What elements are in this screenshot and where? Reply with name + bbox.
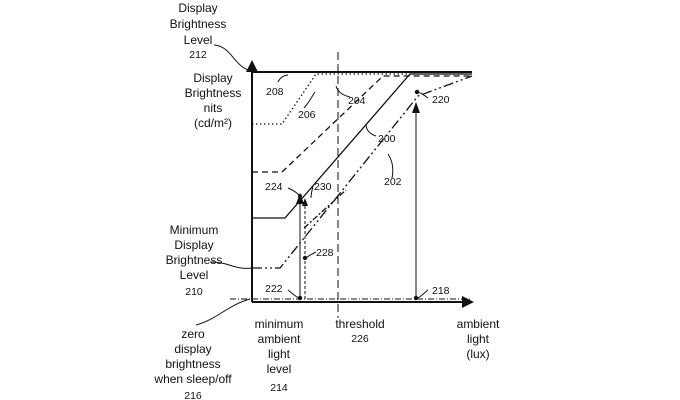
- min-brightness-ref: 210: [185, 286, 203, 298]
- x-axis-label-line1: ambient: [457, 317, 500, 331]
- lead-220: [417, 91, 429, 99]
- y-axis-label-line4: (cd/m²): [194, 116, 232, 130]
- min-ambient-line2: ambient: [258, 332, 301, 346]
- lead-222: [287, 289, 300, 299]
- x-axis-label-line3: (lux): [466, 347, 489, 361]
- curve-202: [252, 75, 473, 269]
- threshold-label: threshold 226: [335, 317, 384, 345]
- min-brightness-line1: Minimum: [170, 223, 219, 237]
- curve-204: [252, 75, 472, 173]
- ref-202: 202: [384, 176, 402, 188]
- lead-230: [310, 185, 314, 199]
- y-axis-label: Display Brightness nits (cd/m²): [185, 71, 242, 130]
- min-ambient-label: minimum ambient light level 214: [255, 317, 304, 394]
- lead-206: [303, 91, 316, 109]
- min-brightness-line3: Brightness: [166, 253, 223, 267]
- x-axis-arrow: [462, 296, 474, 308]
- max-brightness-ref: 212: [189, 49, 207, 61]
- max-brightness-line2: Brightness: [170, 17, 227, 31]
- max-brightness-label: Display Brightness Level 212: [170, 1, 227, 61]
- y-axis-label-line2: Brightness: [185, 86, 242, 100]
- ref-208: 208: [266, 86, 284, 98]
- arrow-228-head: [302, 198, 308, 206]
- zero-brightness-line1: zero: [181, 327, 205, 341]
- ref-204: 204: [348, 95, 366, 107]
- min-ambient-line4: level: [267, 362, 292, 376]
- threshold-text: threshold: [335, 317, 384, 331]
- lead-208: [277, 74, 289, 83]
- lead-202: [387, 153, 394, 179]
- min-brightness-label: Minimum Display Brightness Level 210: [166, 223, 223, 298]
- point-218: [413, 295, 419, 301]
- lead-200: [365, 123, 377, 137]
- zero-brightness-line2: display: [174, 342, 211, 356]
- ref-230: 230: [314, 181, 332, 193]
- lead-210: [209, 261, 253, 269]
- ref-228: 228: [316, 247, 334, 259]
- lead-228: [305, 251, 317, 259]
- lead-212: [213, 44, 253, 72]
- min-ambient-ref: 214: [270, 382, 288, 394]
- lead-204: [335, 85, 351, 98]
- curve-206: [252, 73, 472, 125]
- point-222: [297, 295, 303, 301]
- y-axis-label-line3: nits: [204, 101, 223, 115]
- x-axis-label: ambient light (lux): [457, 317, 500, 361]
- lead-218: [417, 289, 429, 299]
- lead-224: [287, 187, 300, 196]
- max-brightness-line1: Display: [178, 1, 217, 15]
- threshold-ref: 226: [351, 333, 369, 345]
- max-brightness-line3: Level: [184, 33, 213, 47]
- ref-224: 224: [265, 181, 283, 193]
- point-228: [302, 255, 308, 261]
- ref-200: 200: [378, 133, 396, 145]
- min-ambient-line1: minimum: [255, 317, 304, 331]
- ref-206: 206: [298, 109, 316, 121]
- y-axis-arrow: [246, 60, 258, 72]
- x-axis-label-line2: light: [467, 332, 490, 346]
- ref-220: 220: [432, 94, 450, 106]
- lead-216: [195, 298, 251, 326]
- zero-brightness-line3: brightness: [165, 357, 220, 371]
- min-ambient-line3: light: [268, 347, 291, 361]
- ref-222: 222: [265, 283, 283, 295]
- zero-brightness-ref: 216: [184, 390, 202, 400]
- zero-brightness-label: zero display brightness when sleep/off 2…: [153, 327, 232, 400]
- y-axis-label-line1: Display: [193, 71, 232, 85]
- curve-230: [303, 189, 347, 229]
- min-brightness-line4: Level: [180, 268, 209, 282]
- arrow-220-head: [412, 102, 420, 113]
- zero-brightness-line4: when sleep/off: [153, 372, 232, 386]
- min-brightness-line2: Display: [174, 238, 213, 252]
- arrow-224-head: [296, 193, 304, 204]
- curve-200: [252, 73, 472, 219]
- point-220: [414, 89, 420, 95]
- ref-218: 218: [432, 285, 450, 297]
